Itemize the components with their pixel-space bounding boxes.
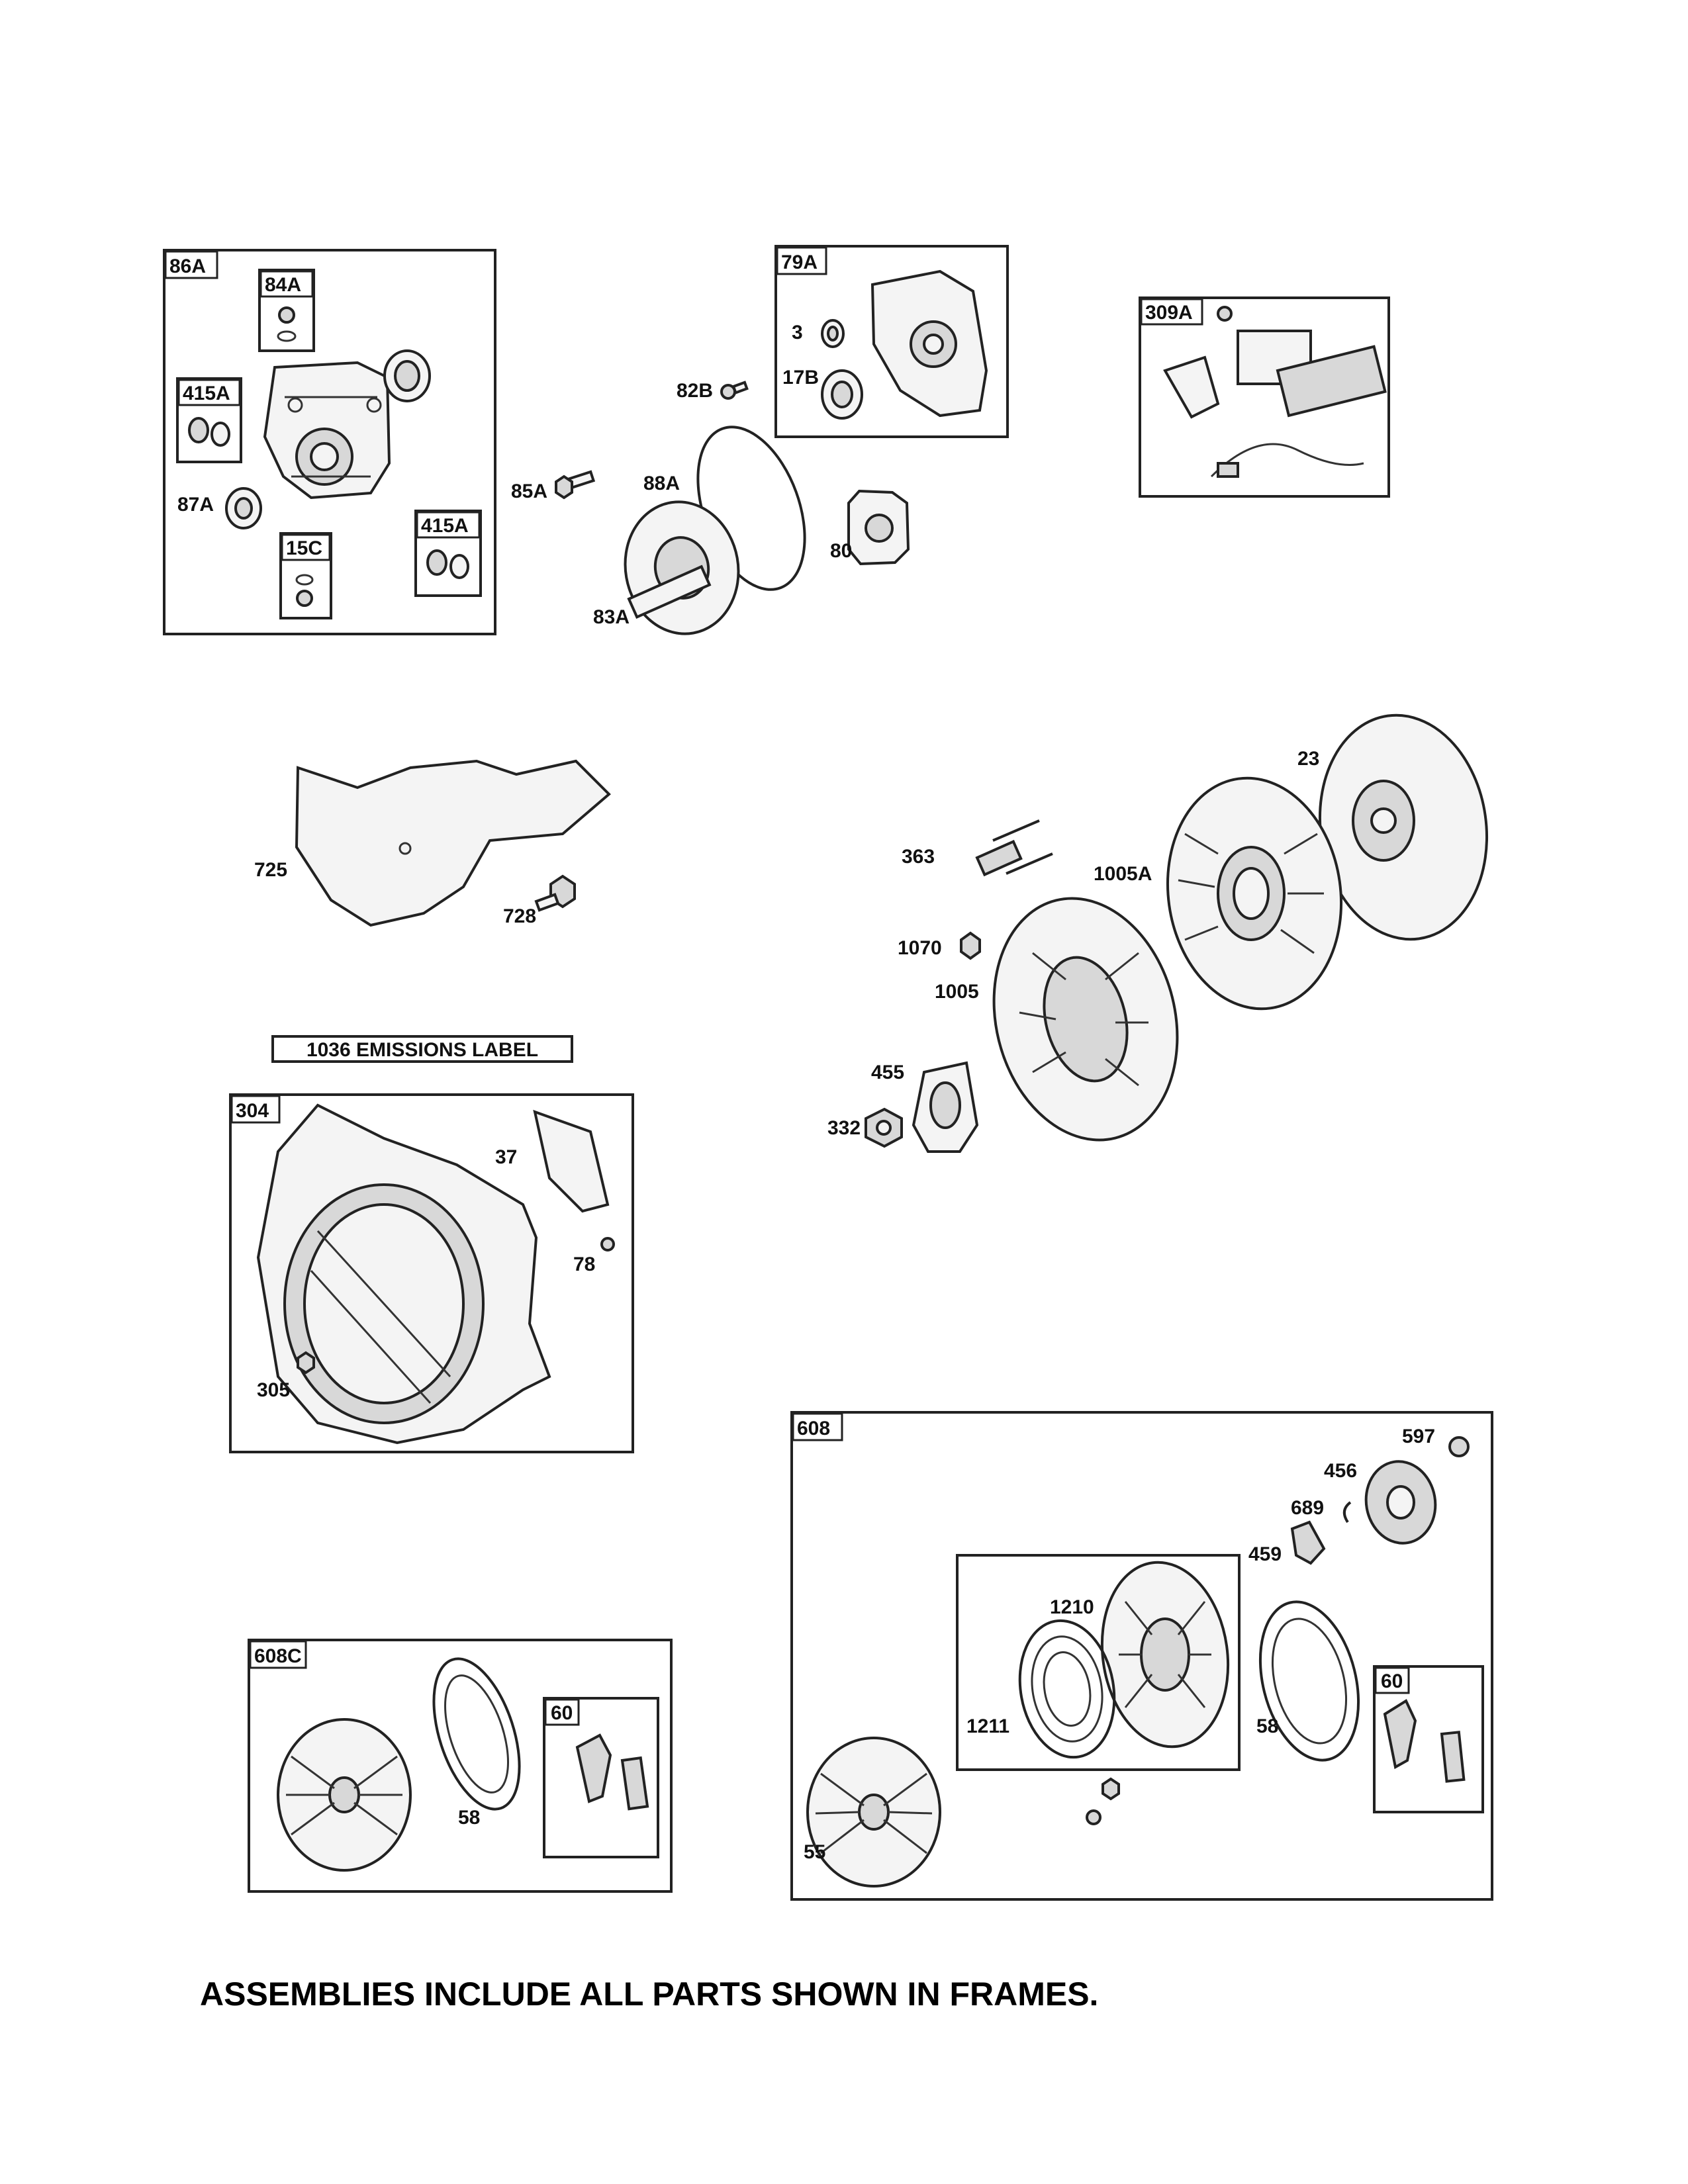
label-85A[interactable]: 85A xyxy=(511,480,547,502)
part-55-starter-housing[interactable] xyxy=(806,1737,941,1888)
label-78[interactable]: 78 xyxy=(573,1253,595,1275)
part-17B-bearing[interactable] xyxy=(821,369,863,420)
frame-tag-415A-right[interactable]: 415A xyxy=(421,515,469,537)
part-608C-starter-housing[interactable] xyxy=(277,1718,412,1872)
part-84A-valve[interactable] xyxy=(277,306,297,342)
label-87A[interactable]: 87A xyxy=(177,494,214,516)
label-455[interactable]: 455 xyxy=(871,1062,904,1083)
frame-tag-608[interactable]: 608 xyxy=(797,1418,830,1439)
part-15C-fitting[interactable] xyxy=(295,574,314,607)
frame-79A: 79A 3 17B xyxy=(774,245,1009,438)
part-bearing-86A[interactable] xyxy=(383,349,431,402)
part-728-screw[interactable] xyxy=(534,874,576,912)
label-88A[interactable]: 88A xyxy=(643,473,680,494)
part-60-handle-right[interactable] xyxy=(1383,1699,1466,1783)
label-58-left[interactable]: 58 xyxy=(458,1807,480,1829)
part-597-screw[interactable] xyxy=(1448,1436,1470,1457)
part-83A-crankshaft[interactable] xyxy=(615,493,749,643)
part-80-gasket-plate[interactable] xyxy=(847,489,910,566)
label-58-right[interactable]: 58 xyxy=(1256,1715,1278,1737)
frame-tag-415A-left[interactable]: 415A xyxy=(183,383,230,404)
part-3-seal[interactable] xyxy=(821,319,845,348)
part-85A-bolt[interactable] xyxy=(555,470,596,500)
label-459[interactable]: 459 xyxy=(1248,1543,1282,1565)
label-1005[interactable]: 1005 xyxy=(935,981,979,1003)
frame-tag-60-left[interactable]: 60 xyxy=(551,1702,573,1724)
part-78-screw[interactable] xyxy=(600,1237,615,1251)
label-728[interactable]: 728 xyxy=(503,905,536,927)
label-3[interactable]: 3 xyxy=(792,322,803,343)
part-1210-pulley[interactable] xyxy=(1090,1554,1239,1754)
label-456[interactable]: 456 xyxy=(1324,1460,1357,1482)
part-crankcase-cover[interactable] xyxy=(263,361,391,500)
part-37-label-plate[interactable] xyxy=(533,1109,610,1213)
part-608-nut-screw[interactable] xyxy=(1086,1777,1120,1825)
part-332-nut[interactable] xyxy=(865,1107,903,1148)
part-304-blower-housing[interactable] xyxy=(256,1103,551,1445)
label-363[interactable]: 363 xyxy=(902,846,935,868)
label-82B[interactable]: 82B xyxy=(677,380,713,402)
frame-86A: 86A 84A 415A xyxy=(163,249,496,635)
frame-tag-60-right[interactable]: 60 xyxy=(1381,1670,1403,1692)
emissions-label-box: 1036 EMISSIONS LABEL xyxy=(271,1035,573,1063)
part-87A-seal[interactable] xyxy=(225,487,262,529)
label-597[interactable]: 597 xyxy=(1402,1426,1435,1447)
frame-tag-15C[interactable]: 15C xyxy=(286,537,322,559)
label-23[interactable]: 23 xyxy=(1297,748,1319,770)
emissions-label-text[interactable]: 1036 EMISSIONS LABEL xyxy=(306,1039,538,1061)
part-363-brake[interactable] xyxy=(975,819,1053,877)
part-455-cup[interactable] xyxy=(912,1061,979,1153)
part-58-rope-left[interactable] xyxy=(417,1648,536,1819)
frame-tag-84A[interactable]: 84A xyxy=(265,274,301,296)
frame-309A: 309A xyxy=(1139,296,1390,498)
part-sump-cover[interactable] xyxy=(870,269,988,418)
part-1005-fan-housing[interactable] xyxy=(969,879,1201,1160)
part-58-rope-right[interactable] xyxy=(1245,1592,1374,1771)
footer-note: ASSEMBLIES INCLUDE ALL PARTS SHOWN IN FR… xyxy=(200,1976,1098,2013)
frame-608C: 608C 58 60 xyxy=(248,1639,673,1893)
frame-tag-79A[interactable]: 79A xyxy=(781,251,818,273)
label-37[interactable]: 37 xyxy=(495,1146,517,1168)
label-80[interactable]: 80 xyxy=(830,540,852,562)
label-305[interactable]: 305 xyxy=(257,1379,290,1401)
part-456-retainer[interactable] xyxy=(1360,1456,1442,1549)
frame-304: 304 37 78 305 xyxy=(229,1093,634,1453)
label-1210[interactable]: 1210 xyxy=(1050,1596,1094,1618)
frame-tag-86A[interactable]: 86A xyxy=(169,255,206,277)
part-1070-screw[interactable] xyxy=(960,931,981,960)
label-1211[interactable]: 1211 xyxy=(966,1715,1009,1737)
label-1005A[interactable]: 1005A xyxy=(1094,863,1152,885)
part-1005A-fan[interactable] xyxy=(1153,767,1356,1021)
part-82B-screw[interactable] xyxy=(720,381,749,400)
part-415A-seal-right[interactable] xyxy=(426,549,469,579)
part-23-flywheel[interactable] xyxy=(1306,704,1501,950)
label-689[interactable]: 689 xyxy=(1291,1497,1324,1519)
frame-tag-304[interactable]: 304 xyxy=(236,1100,269,1122)
label-725[interactable]: 725 xyxy=(254,859,287,881)
part-689-spring[interactable] xyxy=(1342,1501,1352,1524)
frame-tag-608C[interactable]: 608C xyxy=(254,1645,302,1667)
part-305-screw[interactable] xyxy=(297,1351,315,1375)
label-17B[interactable]: 17B xyxy=(782,367,819,388)
part-1211-spring[interactable] xyxy=(1009,1613,1125,1764)
label-83A[interactable]: 83A xyxy=(593,606,630,628)
label-1070[interactable]: 1070 xyxy=(898,937,942,959)
part-459-pawl[interactable] xyxy=(1290,1520,1326,1565)
part-309A-starter-motor[interactable] xyxy=(1163,306,1387,478)
frame-608: 608 597 456 689 459 1210 xyxy=(790,1411,1493,1901)
part-60-handle-left[interactable] xyxy=(575,1733,649,1811)
label-332[interactable]: 332 xyxy=(827,1117,861,1139)
frame-tag-309A[interactable]: 309A xyxy=(1145,302,1193,324)
part-415A-seal-left[interactable] xyxy=(188,417,230,447)
label-55[interactable]: 55 xyxy=(804,1841,825,1863)
part-725-air-guide[interactable] xyxy=(295,759,611,927)
